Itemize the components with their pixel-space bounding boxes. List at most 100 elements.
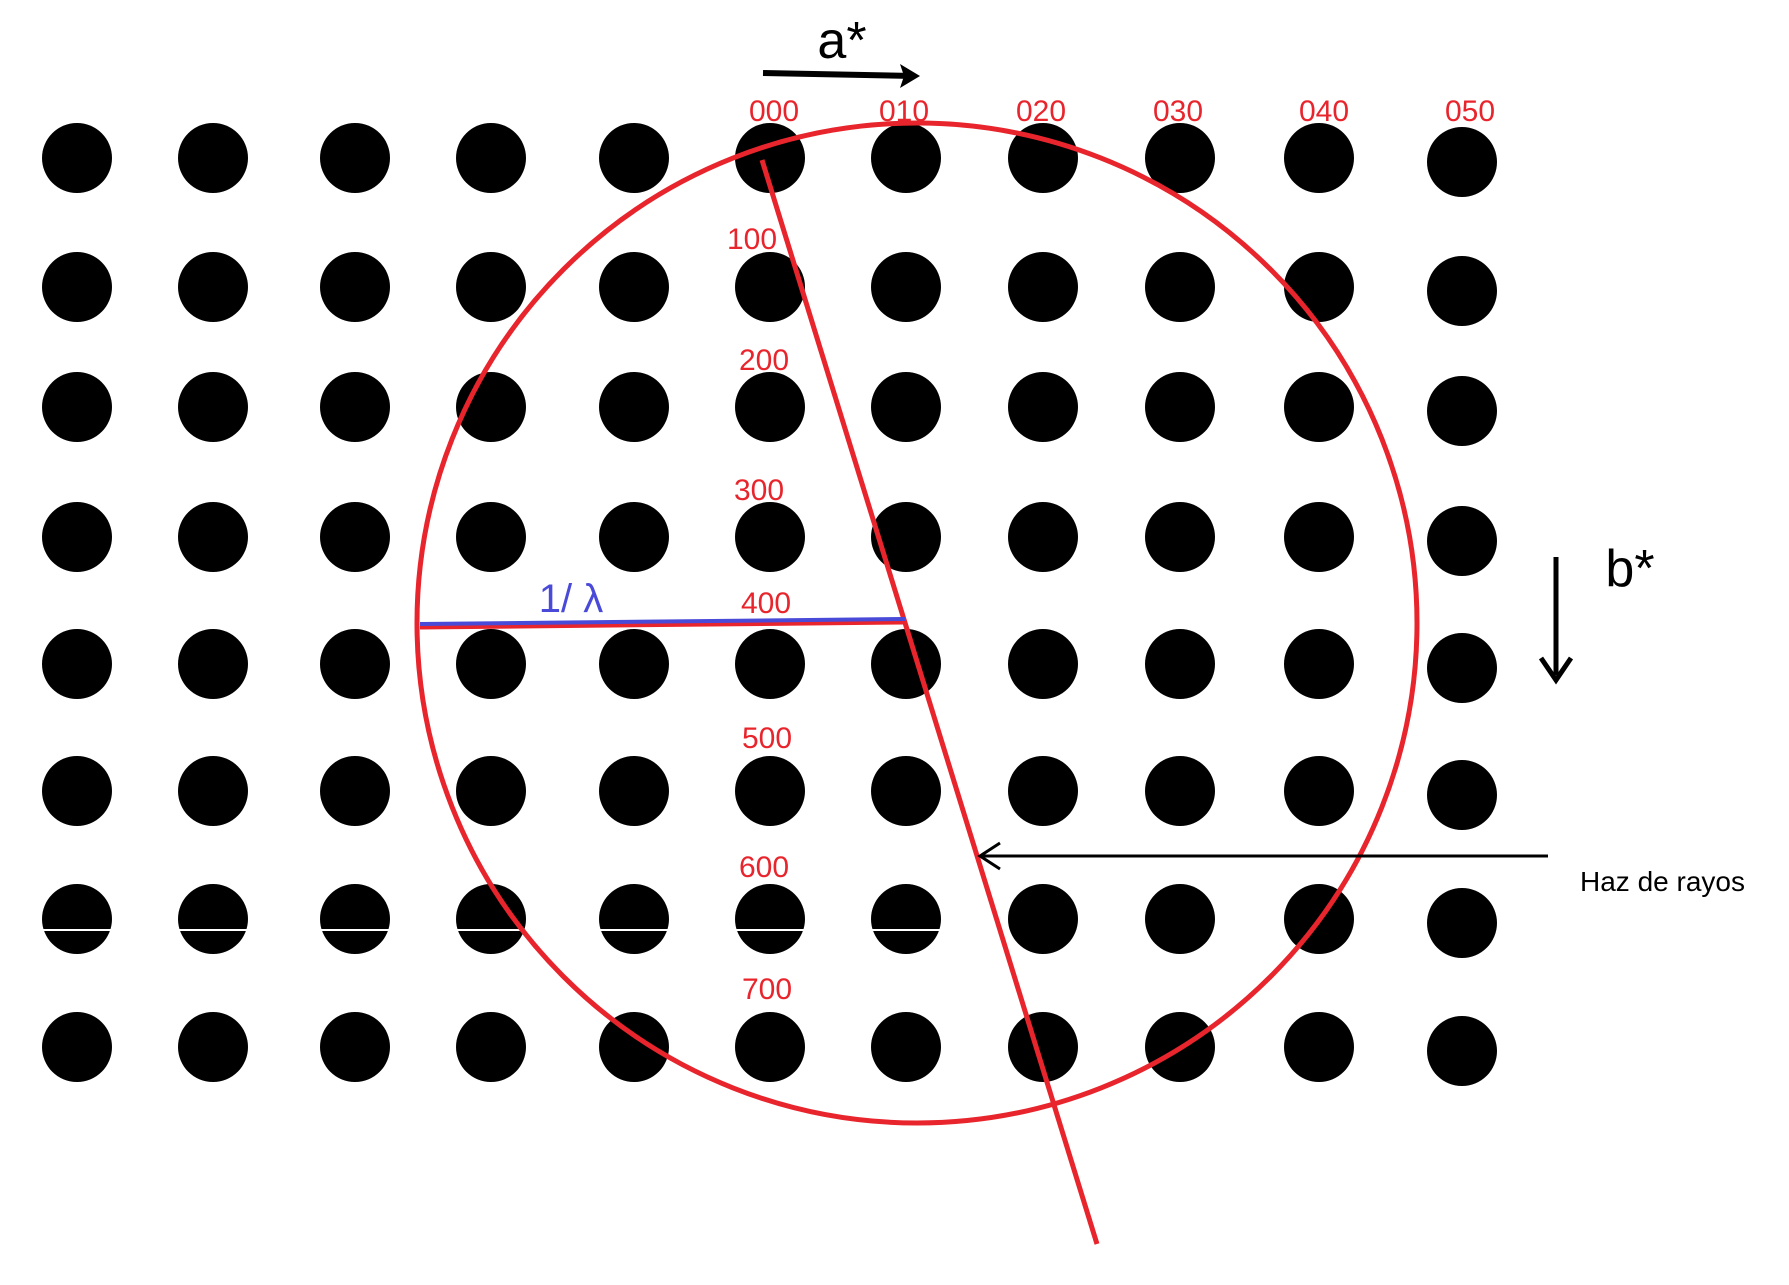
- lattice-point: [1427, 506, 1497, 576]
- lattice-point: [456, 123, 526, 193]
- radius-line-blue: [419, 617, 906, 626]
- lattice-point: [871, 372, 941, 442]
- lattice-point: [1427, 633, 1497, 703]
- a-star-label: a*: [817, 12, 866, 70]
- lattice-point: [320, 1012, 390, 1082]
- lattice-point: [456, 252, 526, 322]
- lattice-point: [1284, 252, 1354, 322]
- lattice-point: [1284, 756, 1354, 826]
- lattice-point: [1008, 502, 1078, 572]
- lattice-point: [456, 502, 526, 572]
- lattice-point: [1427, 256, 1497, 326]
- b-star-arrow: [1538, 557, 1574, 685]
- lattice-point: [599, 252, 669, 322]
- lattice-point: [599, 123, 669, 193]
- lattice-point: [871, 123, 941, 193]
- lattice-point: [1008, 123, 1078, 193]
- lattice-point: [1427, 1016, 1497, 1086]
- lattice-point: [320, 884, 390, 954]
- lattice-point: [599, 372, 669, 442]
- radius-label: 1/ λ: [539, 577, 603, 621]
- lattice-point: [320, 629, 390, 699]
- lattice-point: [42, 252, 112, 322]
- lattice-point: [735, 502, 805, 572]
- lattice-point: [1145, 123, 1215, 193]
- lattice-point: [320, 372, 390, 442]
- lattice-point: [1145, 884, 1215, 954]
- lattice-point: [320, 756, 390, 826]
- lattice-point: [1284, 629, 1354, 699]
- label-100: 100: [727, 223, 777, 256]
- lattice-point: [1427, 127, 1497, 197]
- lattice-point: [871, 884, 941, 954]
- lattice-point: [178, 123, 248, 193]
- lattice-point: [1427, 760, 1497, 830]
- lattice-point: [871, 252, 941, 322]
- lattice-point: [599, 1012, 669, 1082]
- lattice-point: [42, 1012, 112, 1082]
- lattice-point: [456, 629, 526, 699]
- lattice-point: [735, 252, 805, 322]
- label-020: 020: [1016, 95, 1066, 128]
- lattice-point: [1427, 888, 1497, 958]
- lattice-point: [871, 1012, 941, 1082]
- reciprocal-lattice-points: [42, 123, 1497, 1086]
- lattice-point: [1008, 372, 1078, 442]
- lattice-point: [1008, 884, 1078, 954]
- b-star-label: b*: [1605, 540, 1654, 598]
- lattice-point: [1284, 1012, 1354, 1082]
- lattice-point: [599, 884, 669, 954]
- lattice-point: [178, 884, 248, 954]
- diffraction-line: [759, 159, 1100, 1245]
- label-050: 050: [1445, 95, 1495, 128]
- lattice-point: [178, 252, 248, 322]
- lattice-point: [1008, 629, 1078, 699]
- label-600: 600: [739, 851, 789, 884]
- lattice-point: [1008, 252, 1078, 322]
- lattice-point: [42, 502, 112, 572]
- lattice-point: [42, 629, 112, 699]
- label-400: 400: [741, 587, 791, 620]
- lattice-point: [1284, 372, 1354, 442]
- label-500: 500: [742, 722, 792, 755]
- lattice-point: [178, 502, 248, 572]
- lattice-point: [320, 502, 390, 572]
- lattice-point: [735, 629, 805, 699]
- lattice-point: [871, 502, 941, 572]
- ewald-circle: [414, 120, 1420, 1126]
- lattice-point: [871, 629, 941, 699]
- lattice-point: [735, 372, 805, 442]
- label-000: 000: [749, 95, 799, 128]
- lattice-point: [1008, 1012, 1078, 1082]
- lattice-point: [1145, 502, 1215, 572]
- lattice-point: [1284, 502, 1354, 572]
- lattice-point: [320, 252, 390, 322]
- lattice-point: [178, 372, 248, 442]
- label-030: 030: [1153, 95, 1203, 128]
- label-700: 700: [742, 973, 792, 1006]
- lattice-point: [1145, 372, 1215, 442]
- lattice-point: [735, 756, 805, 826]
- lattice-point: [456, 884, 526, 954]
- lattice-point: [42, 123, 112, 193]
- a-star-arrow: [762, 64, 920, 88]
- lattice-point: [599, 629, 669, 699]
- label-010: 010: [879, 95, 929, 128]
- lattice-point: [735, 884, 805, 954]
- lattice-point: [42, 884, 112, 954]
- lattice-point: [42, 756, 112, 826]
- lattice-point: [1145, 629, 1215, 699]
- label-200: 200: [739, 344, 789, 377]
- lattice-point: [1284, 123, 1354, 193]
- beam-label: Haz de rayos: [1580, 866, 1745, 897]
- lattice-point: [456, 1012, 526, 1082]
- lattice-point: [178, 629, 248, 699]
- lattice-point: [456, 756, 526, 826]
- lattice-point: [735, 1012, 805, 1082]
- label-040: 040: [1299, 95, 1349, 128]
- lattice-point: [42, 372, 112, 442]
- label-300: 300: [734, 474, 784, 507]
- lattice-point: [599, 756, 669, 826]
- radius-line-red: [419, 619, 906, 630]
